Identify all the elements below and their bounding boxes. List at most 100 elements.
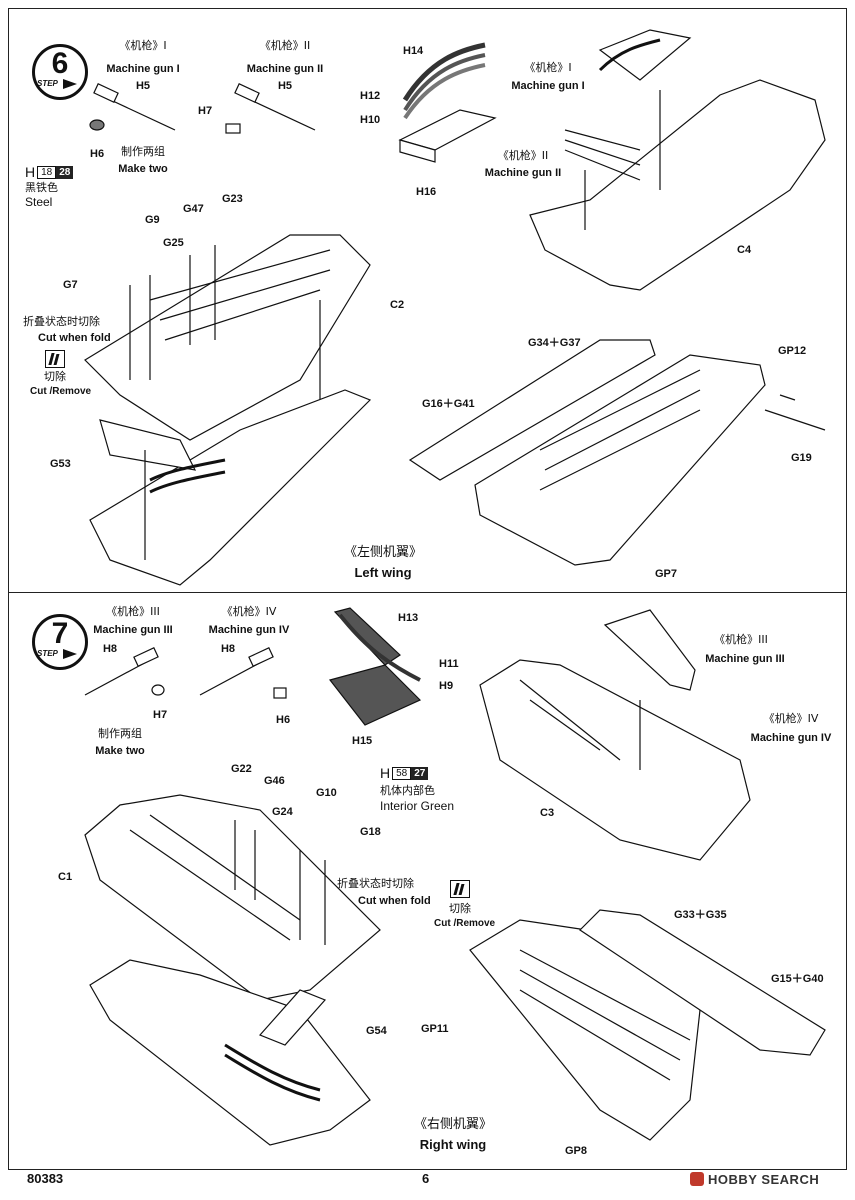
part-g22-label: G22 bbox=[231, 763, 252, 775]
part-gp7-label: GP7 bbox=[655, 568, 678, 580]
make-two-en: Make two bbox=[118, 163, 168, 175]
mg1-cn-label: 《机枪》I bbox=[119, 39, 167, 52]
wing-assembled-left-drawing bbox=[408, 339, 826, 566]
right-mg3-cn: 《机枪》III bbox=[714, 633, 768, 646]
instruction-frame bbox=[8, 8, 847, 1170]
arrow-right-icon bbox=[63, 649, 77, 659]
machine-gun-3-drawing bbox=[84, 647, 165, 696]
mg4-en-label: Machine gun IV bbox=[208, 624, 290, 636]
color-name-cn: 黑铁色 bbox=[25, 181, 58, 194]
part-g15-g40-label: G15＋G40 bbox=[771, 973, 824, 985]
part-g7-label: G7 bbox=[63, 279, 78, 291]
step7-cut-en: Cut /Remove bbox=[434, 918, 496, 929]
right-mg4-cn: 《机枪》IV bbox=[763, 712, 819, 725]
step-7-word: STEP bbox=[37, 649, 58, 658]
mg2-en-label: Machine gun II bbox=[246, 63, 324, 75]
part-g53-label: G53 bbox=[50, 458, 71, 470]
part-g25-label: G25 bbox=[163, 237, 184, 249]
part-c3-label: C3 bbox=[540, 807, 555, 819]
step-6-badge: 6 STEP bbox=[32, 44, 88, 100]
step7-fold-cut-cn: 折叠状态时切除 bbox=[337, 877, 414, 890]
part-gp11-label: GP11 bbox=[421, 1023, 449, 1035]
step7-color-name-cn: 机体内部色 bbox=[380, 784, 435, 797]
mg3-part-label: H8 bbox=[102, 643, 118, 655]
color-name-en: Steel bbox=[25, 195, 53, 209]
part-gp12-label: GP12 bbox=[778, 345, 807, 357]
right-mg4-en: Machine gun IV bbox=[750, 732, 832, 744]
mg4-part-label: H8 bbox=[220, 643, 236, 655]
color-letter: H bbox=[25, 164, 36, 180]
mg4-cn-label: 《机枪》IV bbox=[221, 605, 277, 618]
fold-cut-cn: 折叠状态时切除 bbox=[23, 315, 100, 328]
part-g46-label: G46 bbox=[264, 775, 285, 787]
step7-cut-icon bbox=[450, 880, 470, 898]
mg2-cn-label: 《机枪》II bbox=[259, 39, 311, 52]
part-g19-label: G19 bbox=[791, 452, 812, 464]
wing-c1-drawing bbox=[84, 794, 381, 1001]
right-mg1-en: Machine gun I bbox=[511, 80, 585, 92]
step7-part-h7-label: H7 bbox=[153, 709, 168, 721]
color-code-2: 28 bbox=[56, 165, 74, 179]
right-wing-cn: 《右侧机翼》 bbox=[413, 1117, 493, 1132]
part-c4-label: C4 bbox=[737, 244, 752, 256]
watermark-text: HOBBY SEARCH bbox=[708, 1172, 820, 1187]
part-g47-label: G47 bbox=[183, 203, 204, 215]
step7-color-name-en: Interior Green bbox=[380, 799, 455, 813]
part-h7-label: H7 bbox=[198, 105, 213, 117]
kit-number: 80383 bbox=[27, 1171, 64, 1186]
hobby-search-logo-icon bbox=[690, 1172, 704, 1186]
step-6-number: 6 bbox=[51, 47, 69, 80]
machine-gun-2-drawing bbox=[225, 83, 316, 134]
machine-gun-4-drawing bbox=[199, 647, 287, 699]
mg1-part-label: H5 bbox=[135, 80, 151, 92]
wing-c3-drawing bbox=[479, 609, 751, 861]
make-two-cn: 制作两组 bbox=[121, 145, 165, 158]
part-h15-label: H15 bbox=[352, 735, 373, 747]
part-g16-g41-label: G16＋G41 bbox=[422, 398, 475, 410]
part-h6-label: H6 bbox=[90, 148, 105, 160]
wing-c4-drawing bbox=[529, 29, 826, 291]
cut-icon bbox=[45, 350, 65, 368]
color-callout-steel: H 18 28 bbox=[25, 164, 74, 180]
step7-cut-cn: 切除 bbox=[449, 902, 471, 915]
part-g9-label: G9 bbox=[145, 214, 160, 226]
watermark: HOBBY SEARCH bbox=[690, 1172, 819, 1187]
arrow-right-icon bbox=[63, 79, 77, 89]
page-number: 6 bbox=[422, 1171, 430, 1186]
step7-make-two-cn: 制作两组 bbox=[98, 727, 142, 740]
mg3-cn-label: 《机枪》III bbox=[106, 605, 160, 618]
step-7-badge: 7 STEP bbox=[32, 614, 88, 670]
right-mg2-cn: 《机枪》II bbox=[497, 149, 549, 162]
part-h14-label: H14 bbox=[403, 45, 424, 57]
part-h16-label: H16 bbox=[416, 186, 437, 198]
part-h10-label: H10 bbox=[360, 114, 381, 126]
wing-assembled-right-drawing bbox=[469, 909, 826, 1141]
right-wing-en: Right wing bbox=[419, 1137, 487, 1152]
part-g54-label: G54 bbox=[366, 1025, 387, 1037]
machine-gun-1-drawing bbox=[89, 83, 176, 131]
part-h9-label: H9 bbox=[439, 680, 454, 692]
step7-color-letter: H bbox=[380, 765, 391, 781]
ammo-tray-h16-drawing bbox=[398, 42, 497, 163]
step7-fold-cut-en: Cut when fold bbox=[358, 895, 431, 907]
mg1-en-label: Machine gun I bbox=[106, 63, 180, 75]
part-g34-g37-label: G34＋G37 bbox=[528, 337, 581, 349]
part-g18-label: G18 bbox=[360, 826, 381, 838]
step7-part-h6-label: H6 bbox=[276, 714, 291, 726]
part-g24-label: G24 bbox=[272, 806, 293, 818]
cut-cn: 切除 bbox=[44, 370, 66, 383]
part-h13-label: H13 bbox=[398, 612, 419, 624]
wing-lower-step6-drawing bbox=[89, 389, 372, 586]
fold-cut-en: Cut when fold bbox=[38, 332, 111, 344]
part-h12-label: H12 bbox=[360, 90, 381, 102]
right-mg1-cn: 《机枪》I bbox=[524, 61, 572, 74]
part-g23-label: G23 bbox=[222, 193, 243, 205]
cut-en: Cut /Remove bbox=[30, 386, 92, 397]
step-7-number: 7 bbox=[51, 617, 69, 650]
step-6-word: STEP bbox=[37, 79, 58, 88]
part-h11-label: H11 bbox=[439, 658, 459, 670]
color-callout-interior-green: H 58 27 bbox=[380, 765, 429, 781]
part-gp8-label: GP8 bbox=[565, 1145, 588, 1157]
step7-color-code-1: 58 bbox=[392, 766, 412, 780]
